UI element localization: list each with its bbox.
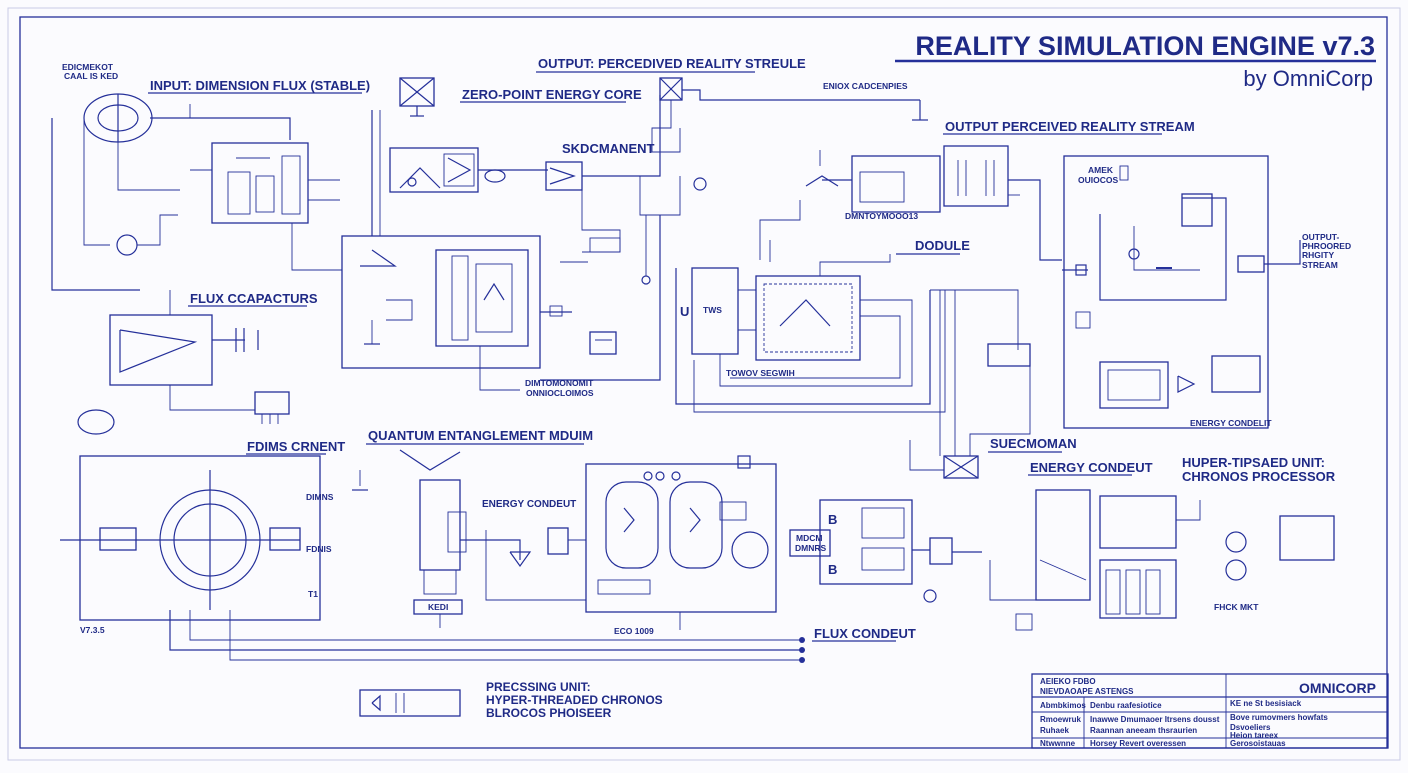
quantum-header: QUANTUM ENTANGLEMENT MDUIM: [368, 428, 593, 443]
counts-label: ECO 1009: [614, 626, 654, 636]
module-core-box: [755, 275, 861, 361]
central-core-box: [435, 249, 529, 347]
module-header: DODULE: [915, 238, 970, 253]
tws-label: TWS: [703, 305, 722, 315]
b-bottom-label: B: [828, 562, 837, 577]
tb-r2c2: Dsvoeliers: [1230, 723, 1271, 732]
titleblock-project-2: NIEVDAOAPE ASTENGS: [1040, 687, 1134, 696]
top-left-label-2: CAAL IS KED: [64, 71, 118, 81]
tb-r1c2: Bove rumovmers howfats: [1230, 713, 1328, 722]
page-title: REALITY SIMULATION ENGINE v7.3: [915, 31, 1375, 61]
lower-left-tws-label: TOWOV SEGWIH: [726, 368, 795, 378]
subcomponent-amp: [545, 161, 583, 191]
energy-conduit-box: [1211, 355, 1261, 393]
tws-box: [691, 267, 739, 355]
ambient-label-2: OUIOCOS: [1078, 175, 1118, 185]
mdcm-label: MDCM: [796, 533, 822, 543]
regulator-box: [589, 331, 617, 355]
zero-point-header: ZERO-POINT ENERGY CORE: [462, 87, 642, 102]
tb-last: Gerosoistauas: [1230, 739, 1286, 748]
hyper-header-1: HUPER-TIPSAED UNIT:: [1182, 455, 1325, 470]
suecmoman-header: SUECMOMAN: [990, 436, 1077, 451]
b-module-box: [819, 499, 913, 585]
input-sensor-circle: [116, 234, 138, 256]
tb-r2c0: Ruhaek: [1040, 726, 1069, 735]
processor-upper-box: [1099, 495, 1177, 549]
kedi-label: KEDI: [428, 602, 448, 612]
b-top-label: B: [828, 512, 837, 527]
output-stream-header: OUTPUT PERCEIVED REALITY STREAM: [945, 119, 1195, 134]
ambient-panel: [1063, 155, 1269, 429]
output-side-label-2: PHROORED: [1302, 241, 1351, 251]
entangle-chamber-right: [669, 481, 723, 569]
page-subtitle: by OmniCorp: [1243, 66, 1373, 91]
processing-unit-box: [359, 689, 461, 717]
connector-block: [254, 391, 290, 415]
tb-r3c1: Horsey Revert overessen: [1090, 739, 1186, 748]
tb-r2c1: Raannan aneeam thsraurien: [1090, 726, 1197, 735]
u-label: U: [680, 304, 689, 319]
titleblock-project-1: AEIEKO FDBO: [1040, 677, 1096, 686]
stream-output-box: [943, 145, 1009, 207]
titleblock-brand: OMNICORP: [1299, 680, 1376, 696]
tb-r0c0: Abmbkimos: [1040, 701, 1086, 710]
quantum-tower: [419, 479, 461, 571]
hyper-header-2: CHRONOS PROCESSOR: [1182, 469, 1336, 484]
entanglement-module: [585, 463, 777, 613]
subcomponent-header: SKDCMANENT: [562, 141, 655, 156]
fdnis-label: FDNIS: [306, 544, 332, 554]
t1-label: T1: [308, 589, 318, 599]
entangle-chamber-left: [605, 481, 659, 569]
tb-r3c2: Heion tareex: [1230, 731, 1279, 740]
output-side-label-4: STREAM: [1302, 260, 1338, 270]
tb-r0c2: KE ne St besisiack: [1230, 699, 1302, 708]
output-stream-box: [1237, 255, 1265, 273]
dmnrs-label: DMNRS: [795, 543, 826, 553]
flux-capacitor-box: [109, 314, 213, 386]
ambient-reg-box: [1181, 193, 1213, 227]
processing-header-1: PRECSSING UNIT:: [486, 680, 591, 694]
top-left-label-1: EDICMEKOT: [62, 62, 114, 72]
drawing-border: [19, 16, 1388, 749]
energy-conduit-block: [1035, 489, 1091, 601]
control-module-box: [211, 142, 309, 224]
processor-output-box: [1279, 515, 1335, 561]
output-side-label-3: RHGITY: [1302, 250, 1334, 260]
ambient-label-1: AMEK: [1088, 165, 1114, 175]
energy-conduit-right-header: ENERGY CONDEUT: [1030, 460, 1153, 475]
energy-core-box: [1099, 361, 1169, 409]
tb-r3c0: Ntwwnne: [1040, 739, 1076, 748]
version-label: V7.3.5: [80, 625, 105, 635]
flux-capacitors-header: FLUX CCAPACTURS: [190, 291, 318, 306]
ring-module-frame: [79, 455, 321, 621]
suecmoman-switch: [943, 455, 979, 479]
outer-margin: [7, 7, 1401, 761]
dim-node-label-1: DIMTOMONOMIT: [525, 378, 594, 388]
input-flux-header: INPUT: DIMENSION FLUX (STABLE): [150, 78, 370, 93]
central-mixer-box: [341, 235, 541, 369]
enox-label: ENIOX CADCENPIES: [823, 81, 908, 91]
tb-r1c0: Rmoewruk: [1040, 715, 1081, 724]
energy-conduit-lower-label: ENERGY CONDELIT: [1190, 418, 1272, 428]
title-block: AEIEKO FDBO NIEVDAOAPE ASTENGS OMNICORP …: [1031, 673, 1389, 749]
tb-r0c1: Denbu raafesiotice: [1090, 701, 1162, 710]
output-strule-header: OUTPUT: PERCEDIVED REALITY STREULE: [538, 56, 806, 71]
processor-lower-box: [1099, 559, 1177, 619]
speaker-circle: [77, 409, 115, 435]
stream-driver-box: [851, 155, 941, 213]
tb-r1c1: Inawwe Dmumaoer Itrsens dousst: [1090, 715, 1220, 724]
output-side-label-1: OUTPUT-: [1302, 232, 1339, 242]
fdims-current-label: FDIMS CRNENT: [247, 439, 345, 454]
dim-module-label: DMNTOYMOOO13: [845, 211, 918, 221]
flux-conduit-label: FLUX CONDEUT: [814, 626, 916, 641]
dse-box: [987, 343, 1031, 367]
dims-label: DIMNS: [306, 492, 334, 502]
energy-conduit-mid-label: ENERGY CONDEUT: [482, 499, 576, 510]
processing-header-3: BLROCOS PHOISEER: [486, 706, 612, 720]
dim-node-label-2: ONNIOCLOIMOS: [526, 388, 594, 398]
processing-header-2: HYPER-THREADED CHRONOS: [486, 693, 663, 707]
flux-mkt-label: FHCK MKT: [1214, 602, 1259, 612]
